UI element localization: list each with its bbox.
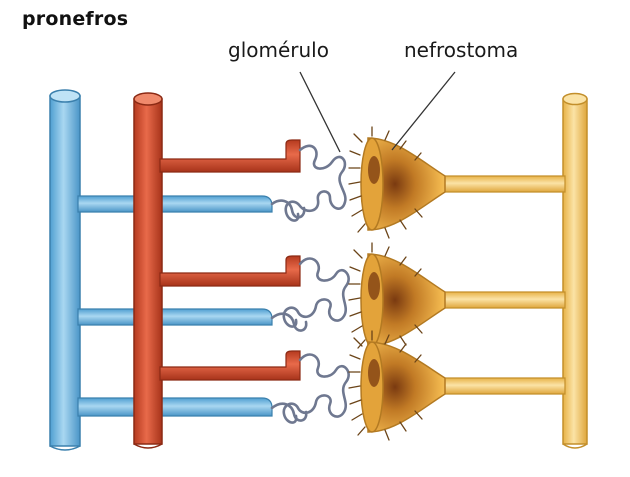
glomerulus-1 [270, 144, 347, 222]
nephrostome-3 [348, 330, 566, 441]
glomerulo-leader-line [299, 71, 341, 153]
nephrostome-1 [348, 126, 566, 239]
nephric-duct [562, 92, 588, 449]
glomerulus-3 [270, 353, 350, 424]
nefrostoma-leader-line [391, 71, 456, 151]
nephrostome-2 [348, 242, 566, 355]
glomerulo-label: glomérulo [228, 38, 329, 62]
glomerulus-2 [270, 257, 350, 332]
diagram-title: pronefros [22, 8, 129, 30]
blue-vessel [49, 89, 273, 451]
red-vessel [133, 92, 301, 449]
nefrostoma-label: nefrostoma [404, 38, 519, 62]
